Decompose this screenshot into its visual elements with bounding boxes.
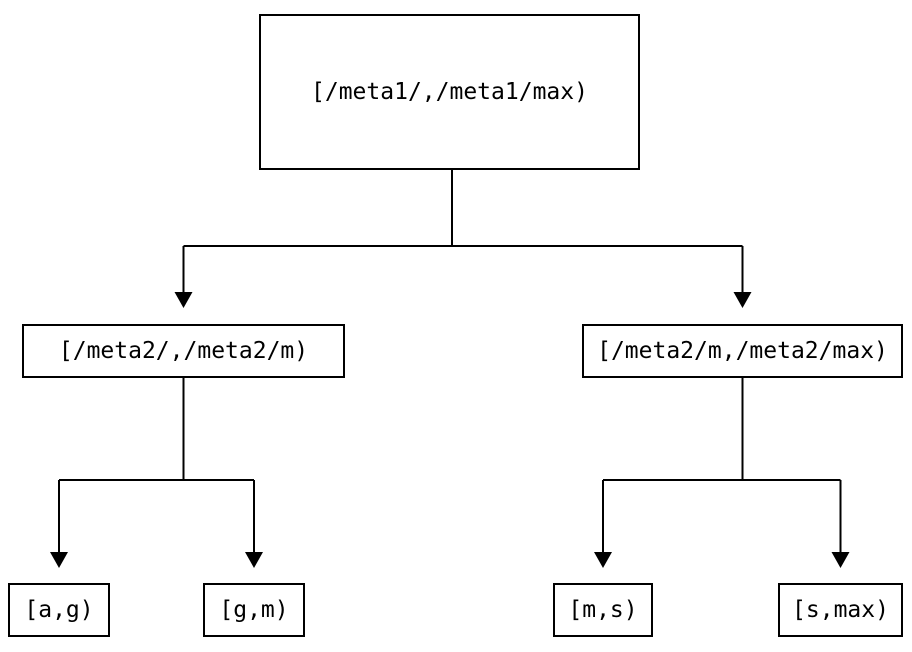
- node-meta2-low: [/meta2/,/meta2/m): [22, 324, 345, 378]
- arrow-down-icon: [50, 552, 68, 568]
- node-root-label: [/meta1/,/meta1/max): [311, 78, 588, 105]
- node-meta2-high-label: [/meta2/m,/meta2/max): [597, 337, 888, 364]
- arrow-down-icon: [174, 292, 193, 308]
- node-meta2-high: [/meta2/m,/meta2/max): [582, 324, 903, 378]
- node-leaf-smax: [s,max): [778, 583, 903, 637]
- node-leaf-ag: [a,g): [8, 583, 110, 637]
- node-leaf-ms-label: [m,s): [568, 596, 638, 623]
- arrow-down-icon: [594, 552, 612, 568]
- node-leaf-ag-label: [a,g): [24, 596, 94, 623]
- node-leaf-gm-label: [g,m): [219, 596, 289, 623]
- arrow-down-icon: [831, 552, 850, 568]
- node-leaf-ms: [m,s): [553, 583, 653, 637]
- node-leaf-gm: [g,m): [203, 583, 305, 637]
- node-meta2-low-label: [/meta2/,/meta2/m): [58, 337, 309, 364]
- arrow-down-icon: [733, 292, 752, 308]
- arrow-down-icon: [245, 552, 263, 568]
- node-root: [/meta1/,/meta1/max): [259, 14, 640, 170]
- node-leaf-smax-label: [s,max): [792, 596, 889, 623]
